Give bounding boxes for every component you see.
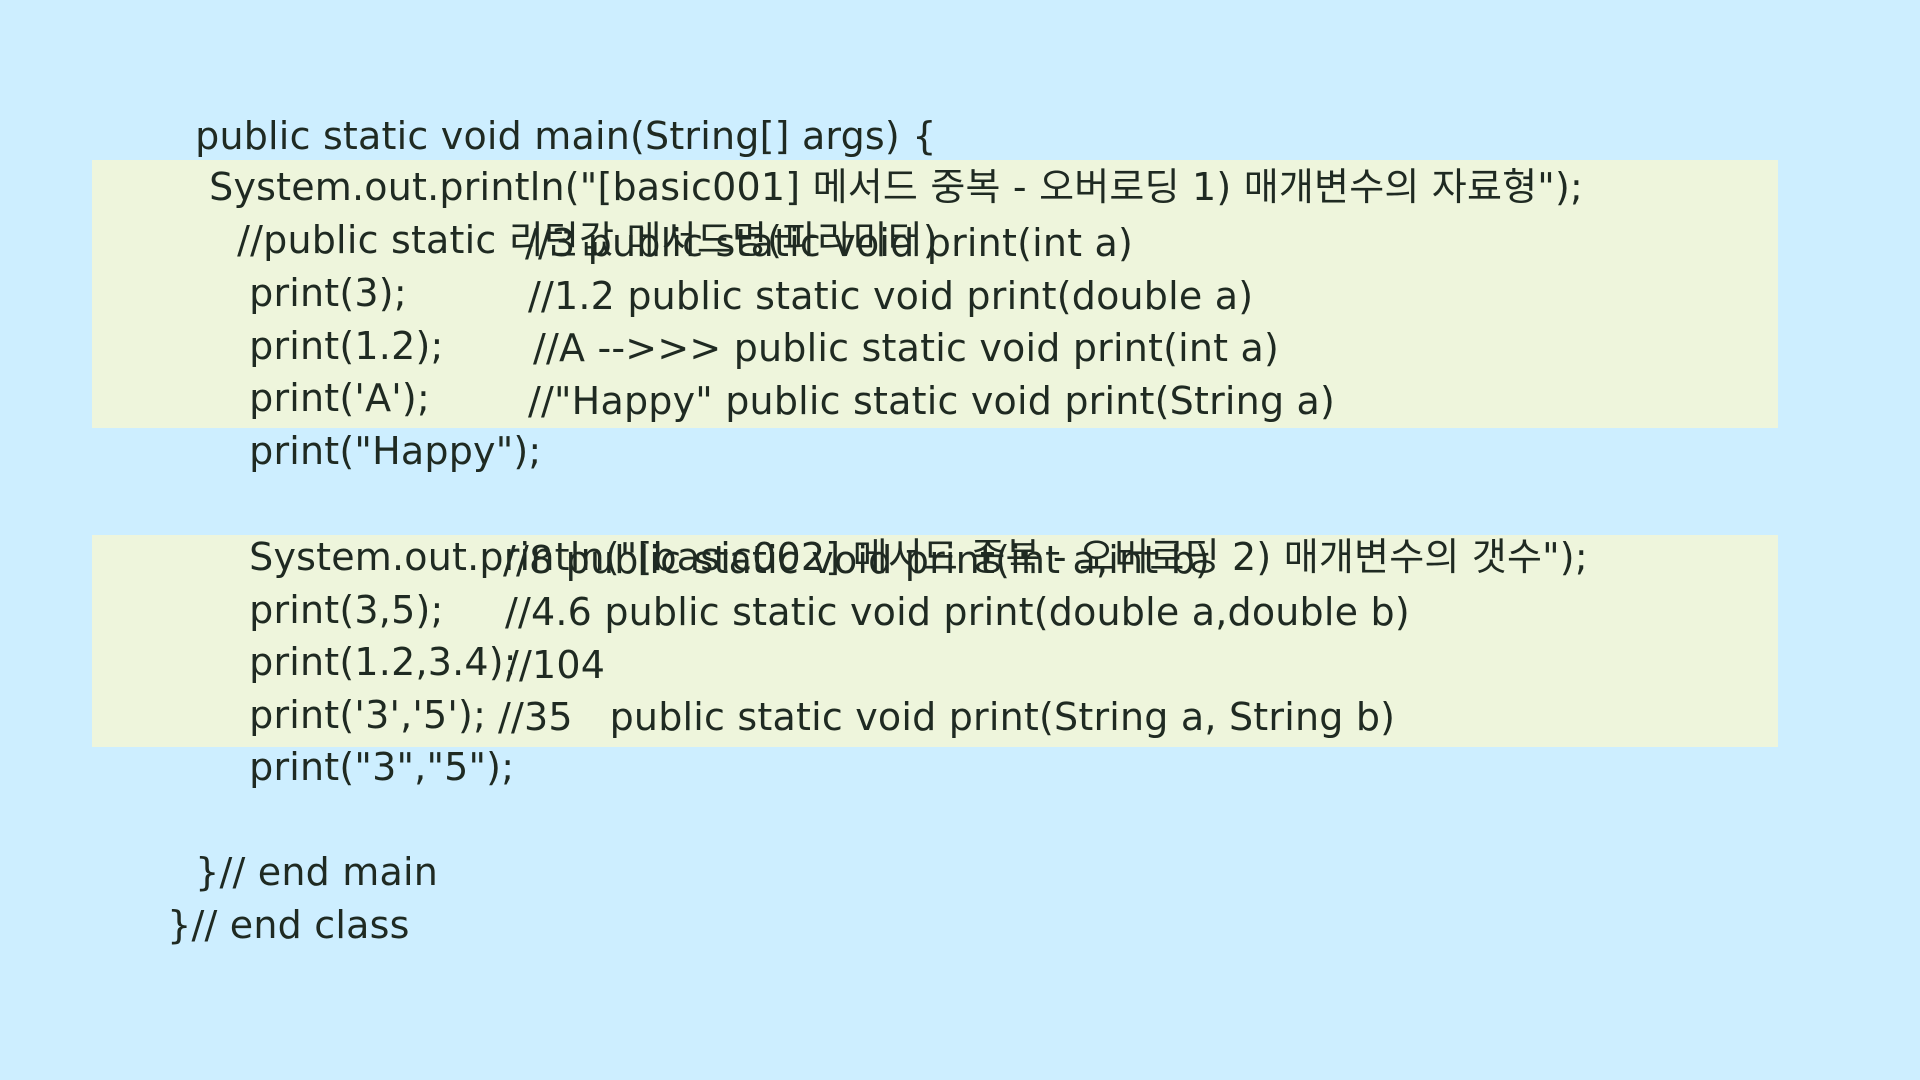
code-text: }// end main [195, 850, 438, 894]
code-text: print('A'); [249, 376, 430, 420]
highlight-block-overloading-count [92, 535, 1778, 747]
code-line-print-string: print("Happy"); //"Happy" public static … [200, 376, 1335, 473]
code-line-print-double: print(1.2); //1.2 public static void pri… [200, 271, 1253, 368]
highlight-block-overloading-types [92, 160, 1778, 428]
code-text: public static void main(String[] args) { [195, 114, 937, 158]
code-text: print(3); [249, 271, 407, 315]
code-comment: //35 public static void print(String a, … [498, 695, 1396, 739]
code-comment: //A -->>> public static void print(int a… [533, 326, 1280, 370]
code-comment: //1.2 public static void print(double a) [528, 274, 1254, 318]
code-line-print-double-double: print(1.2,3.4); //4.6 public static void… [200, 587, 1410, 684]
code-line-print-char: print('A'); //A -->>> public static void… [200, 323, 1279, 420]
code-comment: //public static 리턴값 메서드명(파라미터) [237, 218, 938, 262]
code-comment: //8 public static void print(int a,int b… [503, 538, 1211, 582]
code-line-end-main: }// end main [146, 797, 438, 894]
code-line-comment-signature: //public static 리턴값 메서드명(파라미터) [188, 165, 938, 262]
code-line-println-basic002: System.out.println("[basic002] 메서드 중복 - … [200, 482, 1588, 579]
code-line-main-signature: public static void main(String[] args) { [146, 61, 937, 158]
code-comment: //4.6 public static void print(double a,… [505, 590, 1410, 634]
code-text: print(1.2); [249, 324, 444, 368]
code-text: print('3','5'); [249, 693, 487, 737]
code-line-print-int-int: print(3,5); //8 public static void print… [200, 535, 1210, 632]
code-text: }// end class [167, 903, 410, 947]
code-line-print-int: print(3); //3 public static void print(i… [200, 218, 1133, 315]
code-text: print(3,5); [249, 588, 444, 632]
code-line-print-char-char: print('3','5'); //104 [200, 640, 605, 737]
code-text: System.out.println("[basic002] 메서드 중복 - … [249, 535, 1588, 579]
code-comment: //104 [506, 643, 606, 687]
code-line-println-basic001: System.out.println("[basic001] 메서드 중복 - … [160, 112, 1583, 209]
code-text: System.out.println("[basic001] 메서드 중복 - … [209, 165, 1583, 209]
code-line-end-class: }// end class [118, 850, 410, 947]
code-text: print(1.2,3.4); [249, 640, 517, 684]
code-text: print("3","5"); [249, 745, 515, 789]
code-text: print("Happy"); [249, 429, 542, 473]
code-line-print-string-string: print("3","5"); //35 public static void … [200, 692, 1395, 789]
code-comment: //"Happy" public static void print(Strin… [528, 379, 1336, 423]
code-comment: //3 public static void print(int a) [525, 221, 1134, 265]
